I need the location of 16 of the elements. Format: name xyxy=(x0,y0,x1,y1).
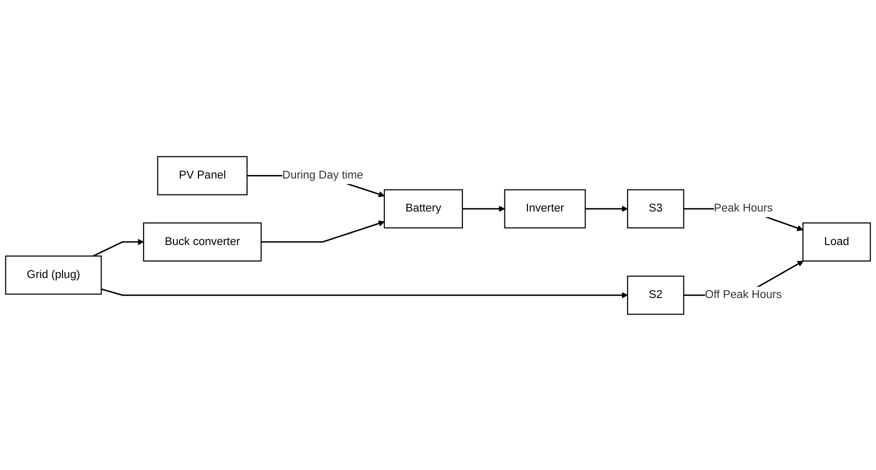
node-box: Grid (plug) xyxy=(5,255,102,294)
edge-label: Off Peak Hours xyxy=(704,288,782,300)
edge-label: Peak Hours xyxy=(714,202,773,214)
edge-label: During Day time xyxy=(282,168,364,181)
node-box: Battery xyxy=(384,188,463,228)
node-box: Inverter xyxy=(504,188,586,228)
node-box: Buck converter xyxy=(143,222,262,262)
node-box: Load xyxy=(802,222,871,262)
arrow xyxy=(101,288,628,298)
node-box: S2 xyxy=(627,275,684,314)
arrow xyxy=(462,205,505,212)
arrow xyxy=(261,220,385,242)
arrow xyxy=(92,238,144,256)
node-box: S3 xyxy=(627,188,684,228)
arrow xyxy=(585,205,628,212)
node-box: PV Panel xyxy=(157,156,248,195)
